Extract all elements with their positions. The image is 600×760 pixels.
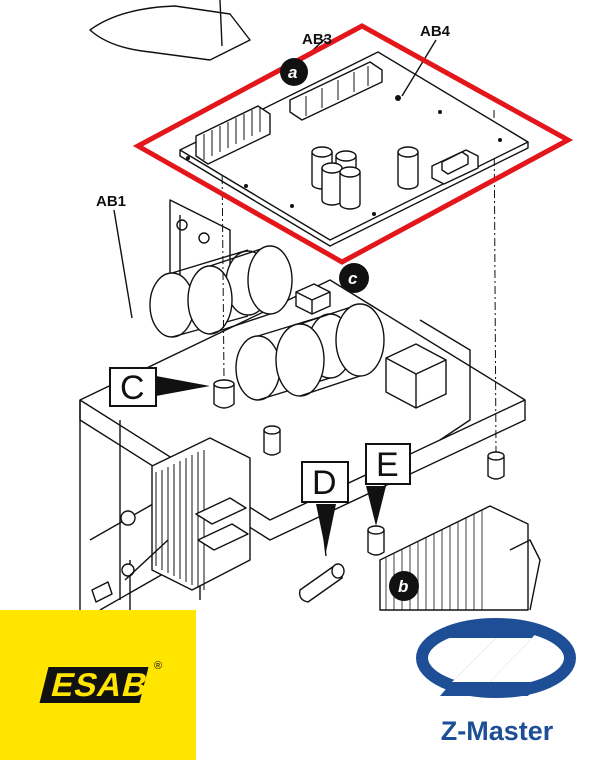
esab-logo-text: ESAB [47,666,153,703]
capacitor [275,323,325,397]
label-c: C [120,369,145,407]
label-d: D [312,464,337,502]
relay [295,283,331,315]
zmaster-logo: Z-Master [410,612,600,760]
top-left-component [89,5,251,61]
callout-b: b [398,577,408,596]
label-ab1: AB1 [96,193,126,210]
registered-mark: ® [154,660,163,672]
capacitor [235,335,281,401]
capacitor [187,265,233,335]
callout-a: a [288,63,297,82]
label-e: E [376,446,399,484]
esab-logo: ESAB ® [0,610,196,760]
spacer [487,455,505,480]
zmaster-logo-text: Z-Master [440,716,554,746]
header-connector [289,61,383,121]
capacitor [149,272,195,338]
standoff-c [213,383,235,409]
arrow-e [366,486,386,526]
zmaster-z-icon [416,618,576,698]
board-capacitors [311,146,419,210]
arrow-d [316,504,336,552]
label-ab3: AB3 [302,31,332,48]
spacer-e [367,529,385,556]
label-ab4: AB4 [420,23,451,40]
spacer [263,429,281,456]
callout-c: c [348,269,358,288]
arrow-c [156,376,210,396]
circuit-board-ab4 [179,51,529,247]
exploded-assembly-diagram: AB1 AB3 AB4 C D E a c b [79,0,574,611]
cube-component [385,343,447,409]
